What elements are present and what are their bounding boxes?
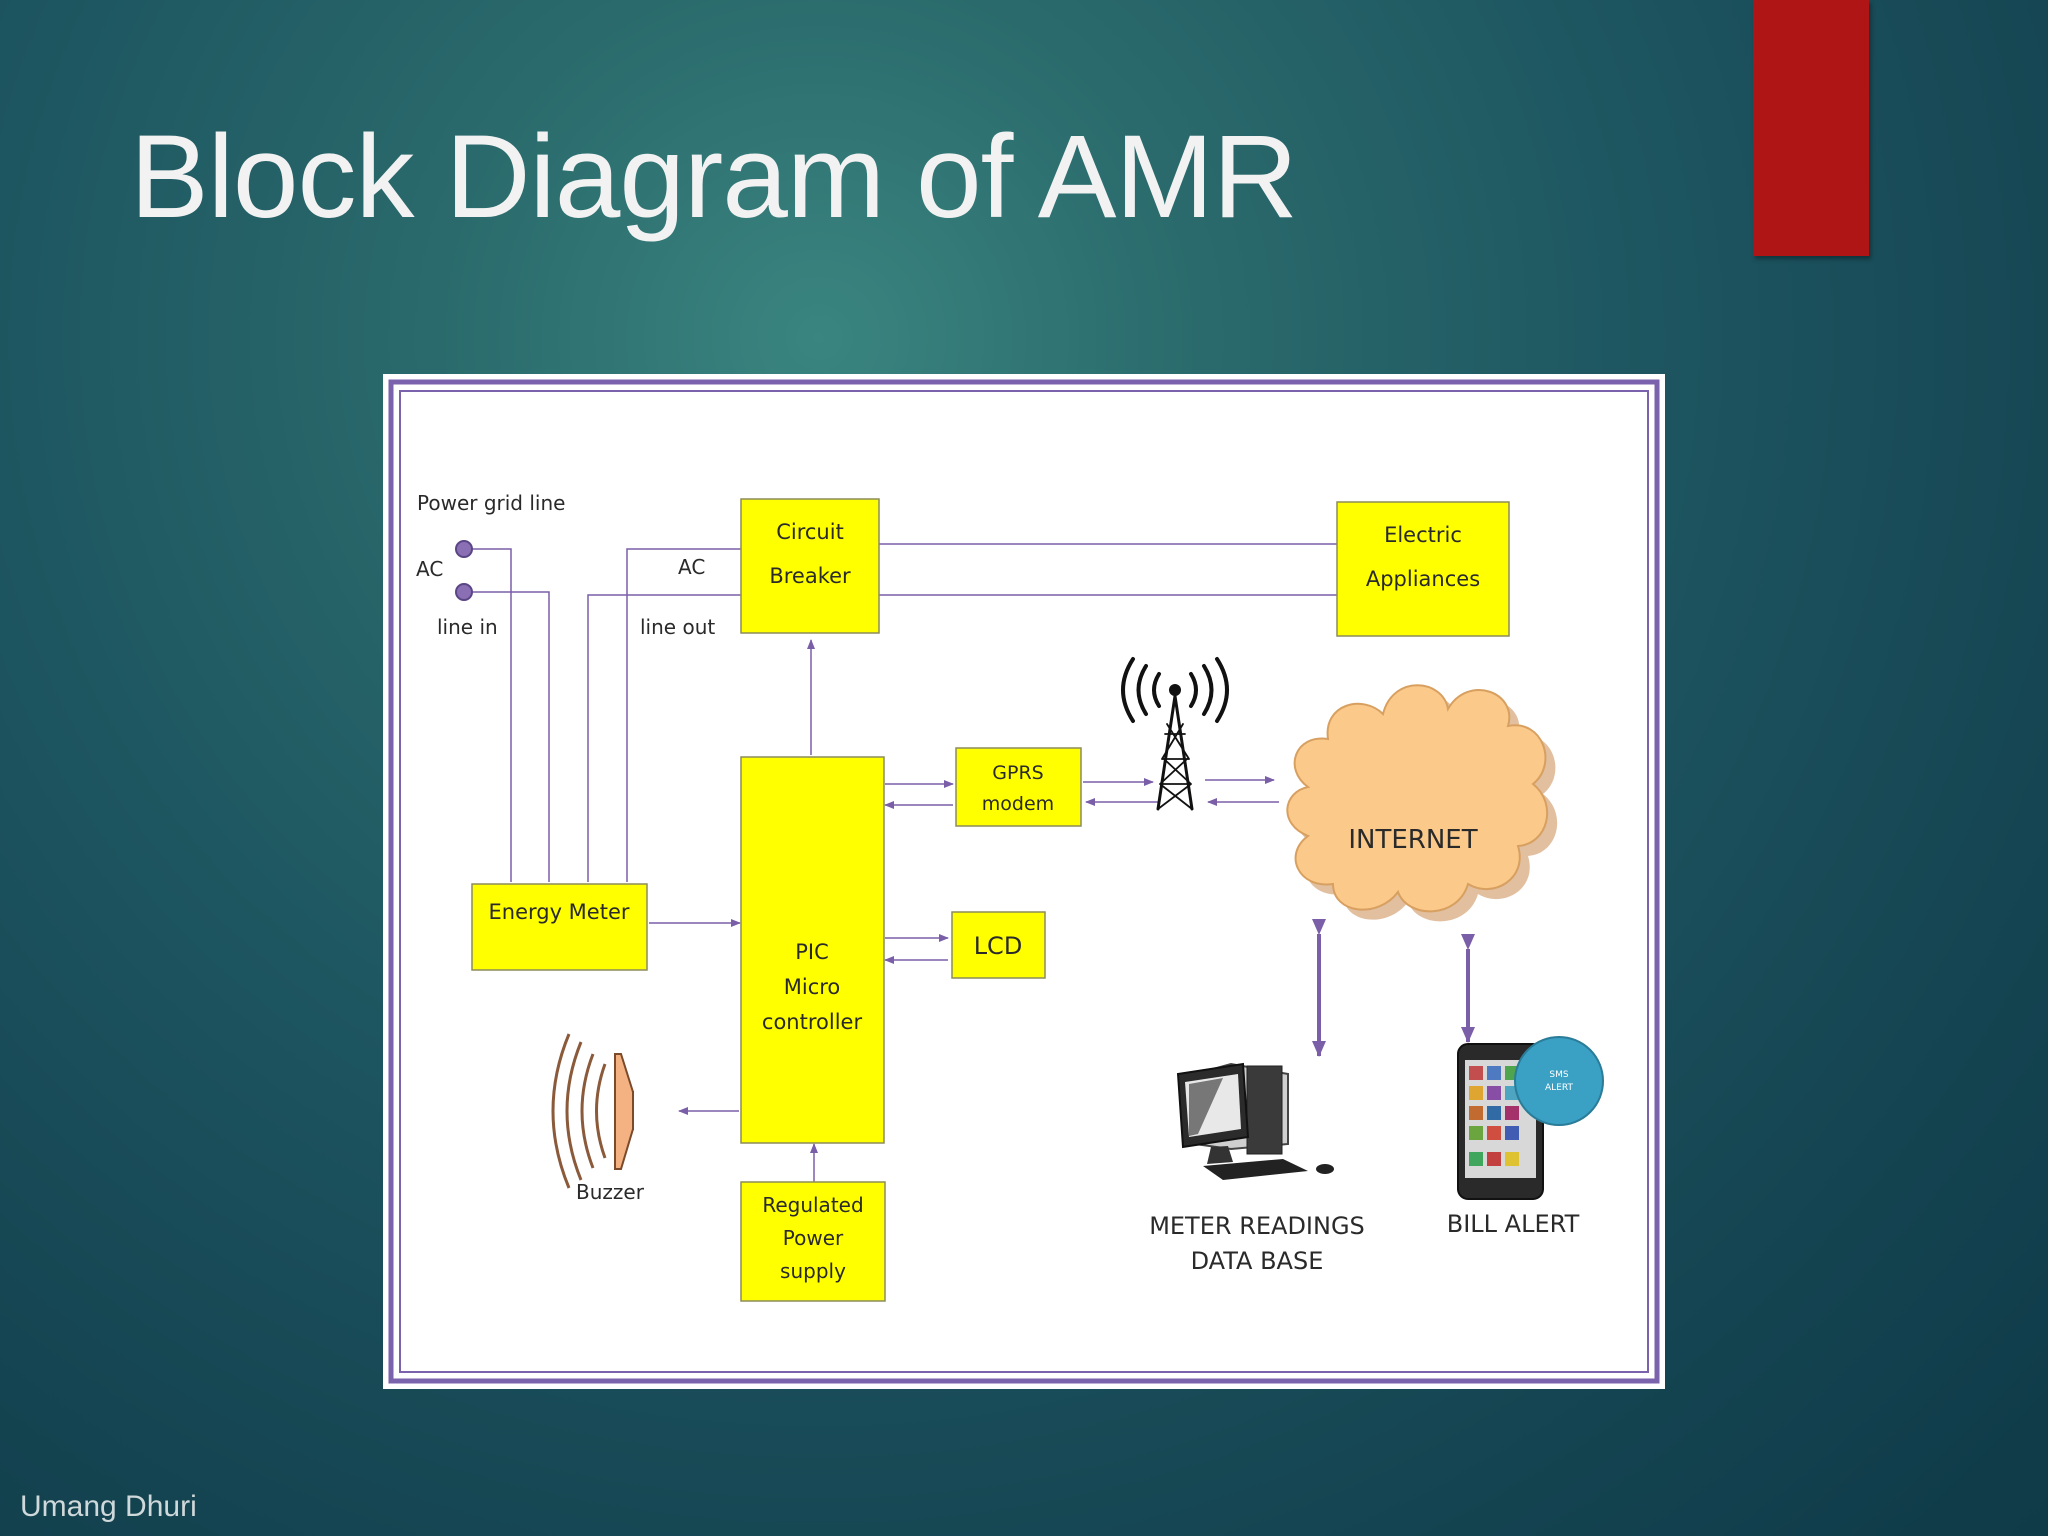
internet-label: INTERNET bbox=[1348, 825, 1477, 855]
cloud-links bbox=[1312, 919, 1475, 1057]
gprs-label-2: modem bbox=[982, 793, 1054, 815]
ac-in-terminal-1 bbox=[455, 540, 473, 558]
circuit-breaker-block bbox=[740, 498, 880, 634]
slide-title: Block Diagram of AMR bbox=[130, 111, 1298, 243]
pic-microcontroller-block bbox=[740, 756, 885, 1144]
pic-label-1: PIC bbox=[795, 940, 829, 964]
pic-label-2: Micro bbox=[784, 975, 841, 999]
electric-appliances-label-2: Appliances bbox=[1366, 567, 1480, 591]
meter-readings-label-1: METER READINGS bbox=[1149, 1212, 1365, 1240]
ac-in-terminal-2 bbox=[455, 583, 473, 601]
antenna-tower-icon bbox=[1121, 657, 1229, 811]
outer-border bbox=[388, 379, 1660, 1384]
power-supply-label-3: supply bbox=[780, 1259, 846, 1283]
power-supply-label-1: Regulated bbox=[762, 1193, 863, 1217]
energy-meter-block bbox=[471, 883, 648, 971]
gprs-label-1: GPRS bbox=[992, 762, 1043, 784]
energy-meter-label: Energy Meter bbox=[488, 900, 629, 924]
sms-alert-text-1: SMS bbox=[1549, 1070, 1568, 1080]
author-name: Umang Dhuri bbox=[20, 1490, 197, 1523]
bill-alert-label: BILL ALERT bbox=[1447, 1210, 1580, 1238]
sms-alert-badge: SMS ALERT bbox=[1514, 1036, 1604, 1126]
electric-appliances-label-1: Electric bbox=[1384, 523, 1462, 547]
electric-appliances-block bbox=[1336, 501, 1510, 637]
accent-bar bbox=[1753, 0, 1869, 256]
lcd-block bbox=[951, 911, 1046, 979]
meter-readings-label-2: DATA BASE bbox=[1191, 1247, 1324, 1275]
power-supply-label-2: Power bbox=[783, 1226, 844, 1250]
line-in-label: line in bbox=[437, 615, 498, 639]
buzzer-icon bbox=[551, 1033, 634, 1189]
pic-label-3: controller bbox=[762, 1010, 863, 1034]
block-diagram: Circuit Breaker Electric Appliances GPRS… bbox=[383, 374, 1665, 1389]
computer-icon bbox=[1176, 1062, 1334, 1180]
internet-cloud bbox=[1286, 684, 1558, 922]
circuit-breaker-label-1: Circuit bbox=[776, 520, 844, 544]
ac-out-label: AC bbox=[678, 555, 705, 579]
inner-border bbox=[399, 390, 1649, 1373]
ac-in-label: AC bbox=[416, 557, 443, 581]
gprs-modem-block bbox=[955, 747, 1082, 827]
wiring bbox=[464, 543, 1337, 1182]
power-grid-label: Power grid line bbox=[417, 491, 565, 515]
sms-alert-text-2: ALERT bbox=[1545, 1083, 1573, 1093]
regulated-power-supply-block bbox=[740, 1181, 886, 1302]
line-out-label: line out bbox=[640, 615, 715, 639]
lcd-label: LCD bbox=[974, 932, 1023, 960]
circuit-breaker-label-2: Breaker bbox=[769, 564, 851, 588]
buzzer-label: Buzzer bbox=[576, 1180, 645, 1204]
